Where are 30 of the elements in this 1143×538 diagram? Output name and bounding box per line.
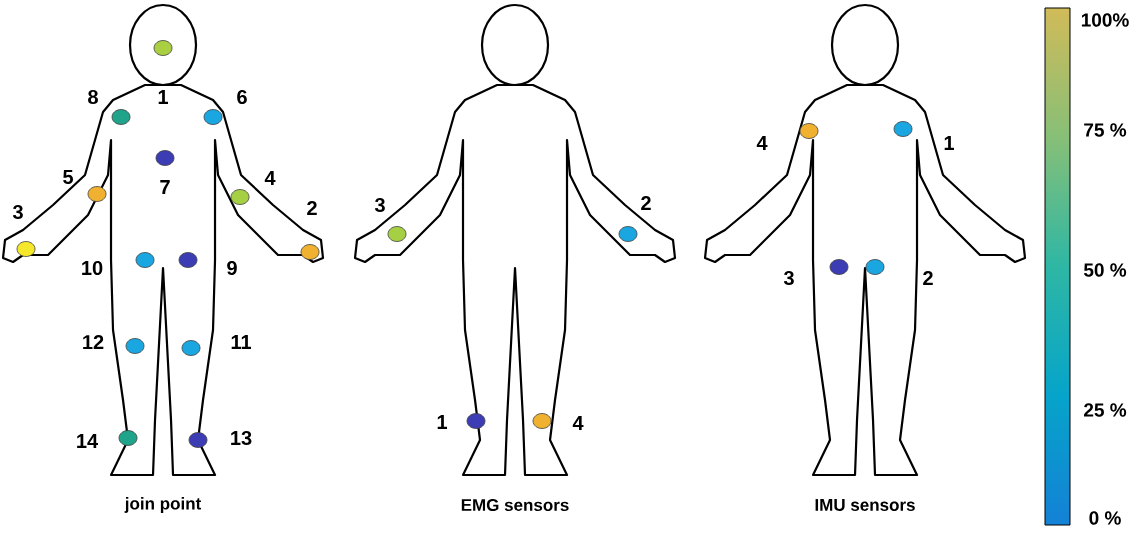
number-label: 2 xyxy=(923,271,933,285)
number-label: 5 xyxy=(63,170,73,184)
number-label: 4 xyxy=(756,136,768,150)
number-label: 13 xyxy=(231,430,252,446)
number-label: 11 xyxy=(231,335,252,349)
number-label: 1 xyxy=(437,415,447,429)
number-label: 14 xyxy=(77,434,98,448)
number-label: 2 xyxy=(307,201,317,215)
number-label: 7 xyxy=(160,180,170,194)
tick-label: 100% xyxy=(1081,13,1129,27)
caption: join point xyxy=(124,497,202,513)
tick-label: 0 % xyxy=(1089,511,1121,525)
number-label: 12 xyxy=(83,335,104,349)
number-label: 3 xyxy=(12,204,23,220)
number-label: 1 xyxy=(158,90,168,104)
number-label: 10 xyxy=(82,260,103,276)
number-label: 1 xyxy=(944,136,954,150)
number-label: 4 xyxy=(572,416,584,430)
number-label: 3 xyxy=(783,270,794,286)
tick-label: 50 % xyxy=(1083,263,1127,277)
number-label: 2 xyxy=(641,196,651,210)
caption: IMU sensors xyxy=(815,499,915,511)
caption: EMG sensors xyxy=(461,499,569,511)
number-label: 4 xyxy=(264,171,276,185)
number-label: 6 xyxy=(237,89,247,105)
number-label: 9 xyxy=(227,260,237,276)
tick-label: 75 % xyxy=(1084,123,1127,137)
number-label: 8 xyxy=(88,89,98,105)
tick-label: 25 % xyxy=(1084,403,1127,417)
number-label: 3 xyxy=(374,197,385,213)
